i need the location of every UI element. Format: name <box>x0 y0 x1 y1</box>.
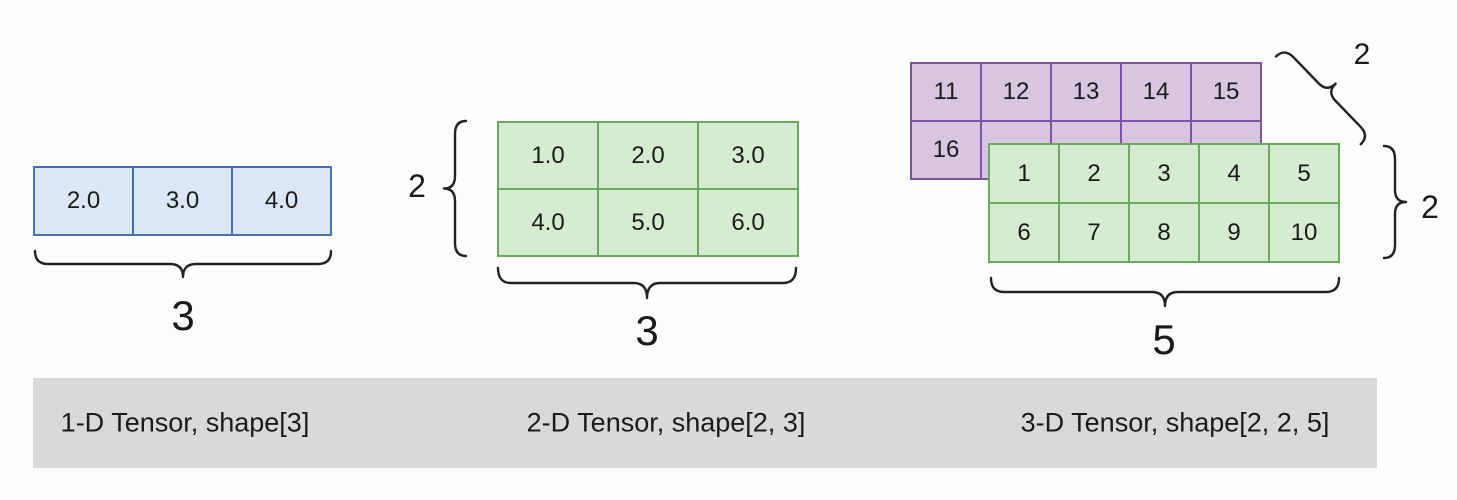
tensor-3d-back-cell: 14 <box>1121 63 1191 121</box>
tensor-1d-width-label: 3 <box>171 292 195 339</box>
brace-3d-width <box>989 276 1341 308</box>
tensor-3d-front-cell: 5 <box>1269 144 1339 203</box>
tensor-3d-back-cell: 13 <box>1051 63 1121 121</box>
tensor-3d-front-cell: 8 <box>1129 203 1199 262</box>
tensor-3d-front-cell: 4 <box>1199 144 1269 203</box>
brace-2d-width <box>496 266 798 300</box>
tensor-3d-front-cell: 3 <box>1129 144 1199 203</box>
brace-3d-depth <box>1274 51 1367 146</box>
tensor-3d-back-cell: 12 <box>981 63 1051 121</box>
tensor-1d-cell: 3.0 <box>133 167 232 235</box>
tensor-1d-grid: 2.0 3.0 4.0 <box>33 166 332 236</box>
tensor-2d-cell: 5.0 <box>598 189 698 256</box>
tensor-3d-width-label: 5 <box>1152 316 1176 363</box>
tensor-2d-cell: 1.0 <box>498 122 598 189</box>
tensor-3d-front-cell: 6 <box>989 203 1059 262</box>
tensor-1d-cell: 4.0 <box>232 167 331 235</box>
tensor-3d-caption: 3-D Tensor, shape[2, 2, 5] <box>1020 407 1330 438</box>
brace-1d-width <box>33 249 333 279</box>
tensor-2d-cell: 3.0 <box>698 122 798 189</box>
brace-2d-height <box>442 119 468 258</box>
tensor-3d-front-cell: 1 <box>989 144 1059 203</box>
tensor-3d-front-cell: 10 <box>1269 203 1339 262</box>
tensor-3d-height-label: 2 <box>1421 189 1439 225</box>
tensor-1d-caption: 1-D Tensor, shape[3] <box>60 407 310 438</box>
caption-bar <box>33 378 1377 468</box>
tensor-2d-caption: 2-D Tensor, shape[2, 3] <box>526 407 806 438</box>
tensor-2d-height-label: 2 <box>408 168 426 204</box>
tensor-3d-back-cell: 11 <box>911 63 981 121</box>
tensor-2d-cell: 4.0 <box>498 189 598 256</box>
brace-3d-height <box>1382 144 1408 260</box>
tensor-3d-front-cell: 9 <box>1199 203 1269 262</box>
tensor-1d-cell: 2.0 <box>34 167 133 235</box>
tensor-3d-back-cell: 16 <box>911 121 981 179</box>
tensor-3d-front-layer-grid: 1 2 3 4 5 6 7 8 9 10 <box>988 143 1340 263</box>
tensor-2d-cell: 6.0 <box>698 189 798 256</box>
tensor-2d-grid: 1.0 2.0 3.0 4.0 5.0 6.0 <box>497 121 799 257</box>
tensor-3d-depth-label: 2 <box>1353 38 1371 71</box>
tensor-3d-front-cell: 7 <box>1059 203 1129 262</box>
tensor-3d-back-cell: 15 <box>1191 63 1261 121</box>
tensor-2d-width-label: 3 <box>635 307 659 354</box>
tensor-3d-front-cell: 2 <box>1059 144 1129 203</box>
tensor-2d-cell: 2.0 <box>598 122 698 189</box>
